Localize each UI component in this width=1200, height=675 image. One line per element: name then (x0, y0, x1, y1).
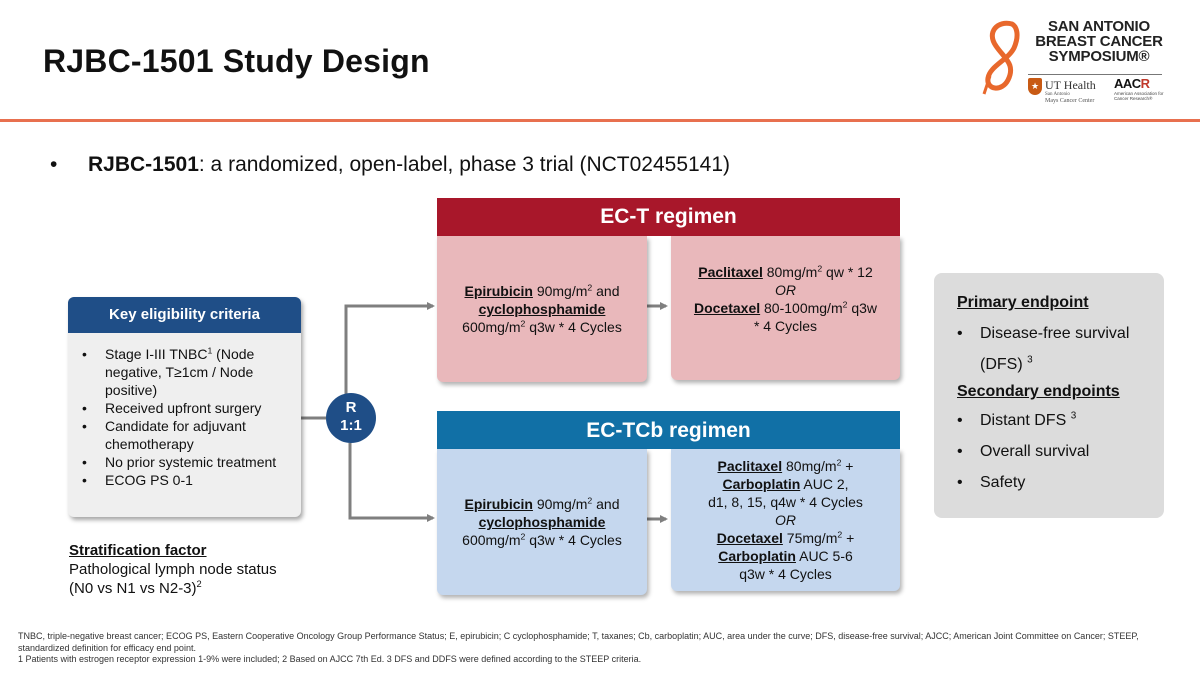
endpoint-text: Disease-free survival (980, 325, 1130, 342)
logo-line: BREAST CANCER (1035, 33, 1163, 50)
endpoints-box: Primary endpoint Disease-free survival (… (934, 273, 1164, 518)
dose: 90mg/m (532, 496, 588, 512)
ut-shield-icon: ★ (1028, 78, 1042, 95)
eligibility-item: Candidate for adjuvant chemotherapy (80, 417, 293, 453)
eligibility-header: Key eligibility criteria (68, 297, 301, 333)
schedule: q3w * 4 Cycles (739, 566, 832, 582)
symposium-name: SAN ANTONIO BREAST CANCER SYMPOSIUM® (1030, 19, 1168, 64)
pink-ribbon-8-icon (982, 20, 1020, 95)
dose: 600mg/m (462, 532, 521, 548)
randomization-label: R (345, 399, 357, 416)
dose-tail: q3w * 4 Cycles (525, 532, 622, 548)
ectcb-taxane-box: Paclitaxel 80mg/m2 + Carboplatin AUC 2, … (671, 449, 900, 591)
aacr-mark-r: R (1140, 76, 1150, 91)
dose: 75mg/m (782, 530, 838, 546)
drug-name: Carboplatin (718, 548, 796, 564)
dose-tail: q3w (847, 300, 878, 316)
connector-to-ect (344, 302, 435, 395)
ect-taxane-box: Paclitaxel 80mg/m2 qw * 12 OR Docetaxel … (671, 236, 900, 380)
drug-name: Paclitaxel (698, 264, 763, 280)
secondary-endpoint-item: Distant DFS 3 (957, 405, 1164, 436)
drug-name: Epirubicin (464, 283, 533, 299)
ut-health-sub2: Mays Cancer Center (1045, 98, 1095, 104)
dose-tail: + (841, 458, 854, 474)
drug-name: Carboplatin (722, 476, 801, 492)
drug-name: cyclophosphamide (478, 514, 606, 530)
footnote-abbreviations: TNBC, triple-negative breast cancer; ECO… (18, 631, 1139, 653)
ectcb-ec-box: Epirubicin 90mg/m2 and cyclophosphamide … (437, 449, 647, 595)
eligibility-item: Stage I-III TNBC1 (Node negative, T≥1cm … (80, 345, 293, 399)
ect-ec-box: Epirubicin 90mg/m2 and cyclophosphamide … (437, 236, 647, 382)
footnote-ref: 3 (1027, 354, 1033, 366)
eligibility-item: ECOG PS 0-1 (80, 471, 293, 489)
stratification-line: (N0 vs N1 vs N2-3)2 (69, 579, 277, 598)
primary-endpoint-item: Disease-free survival (DFS) 3 (957, 318, 1164, 380)
sabcs-logo: SAN ANTONIO BREAST CANCER SYMPOSIUM® ★ U… (978, 14, 1168, 110)
trial-name: RJBC-1501 (88, 153, 199, 176)
ect-regimen-header: EC-T regimen (437, 198, 900, 236)
dose: AUC 5-6 (795, 548, 853, 564)
or-label: OR (775, 512, 796, 528)
primary-endpoint-header: Primary endpoint (957, 294, 1089, 311)
dose-tail: and (592, 283, 620, 299)
schedule: d1, 8, 15, q4w * 4 Cycles (708, 494, 863, 510)
dose-tail: q3w * 4 Cycles (525, 319, 622, 335)
stratification-line: Pathological lymph node status (69, 561, 277, 578)
drug-name: Paclitaxel (717, 458, 783, 474)
ut-health-name: UT Health (1045, 78, 1096, 92)
secondary-endpoints-header: Secondary endpoints (957, 383, 1120, 400)
logo-line: SYMPOSIUM® (1048, 48, 1150, 65)
endpoint-abbrev: (DFS) (980, 356, 1023, 373)
aacr-mark: AAC (1114, 76, 1141, 91)
drug-name: Epirubicin (464, 496, 533, 512)
intro-bullet: • RJBC-1501: a randomized, open-label, ph… (50, 153, 730, 177)
or-label: OR (774, 282, 796, 298)
secondary-endpoint-item: Overall survival (957, 436, 1164, 467)
eligibility-box: Key eligibility criteria Stage I-III TNB… (68, 297, 301, 517)
footnote-ref: 1 (207, 345, 213, 356)
dose: 90mg/m (532, 283, 588, 299)
footnotes: TNBC, triple-negative breast cancer; ECO… (18, 631, 1168, 666)
page-title: RJBC-1501 Study Design (43, 43, 430, 79)
secondary-endpoint-item: Safety (957, 467, 1164, 498)
randomization-node: R 1:1 (326, 393, 376, 443)
dose-tail: qw * 12 (822, 264, 873, 280)
dose: 80-100mg/m (760, 300, 843, 316)
aacr-sub: American Association for Cancer Research… (1114, 91, 1164, 101)
dose: 80mg/m (762, 264, 818, 280)
eligibility-list: Stage I-III TNBC1 (Node negative, T≥1cm … (68, 333, 301, 489)
dose: AUC 2, (800, 476, 849, 492)
drug-name: cyclophosphamide (478, 301, 606, 317)
footnote-ref: 2 (196, 579, 202, 589)
cycles: * 4 Cycles (753, 318, 817, 334)
connector-to-ectcb (348, 443, 435, 522)
endpoint-text: Distant DFS (980, 412, 1067, 429)
stratification-block: Stratification factor Pathological lymph… (69, 541, 277, 598)
randomization-ratio: 1:1 (340, 417, 362, 434)
footnote-ref: 3 (1070, 410, 1077, 422)
dose: 80mg/m (782, 458, 837, 474)
footnote-notes: 1 Patients with estrogen receptor expres… (18, 654, 642, 664)
eligibility-item: Received upfront surgery (80, 399, 293, 417)
logo-divider (1028, 74, 1162, 75)
ut-health-sub: San Antonio (1045, 92, 1070, 97)
dose-tail: and (592, 496, 620, 512)
stratification-groups: (N0 vs N1 vs N2-3) (69, 580, 197, 597)
item-tail: (Node negative, T≥1cm / Node positive) (105, 346, 255, 398)
aacr-logo: AACR American Association for Cancer Res… (1114, 76, 1164, 101)
eligibility-item: No prior systemic treatment (80, 453, 293, 471)
header-divider (0, 119, 1200, 122)
bullet-icon: • (50, 153, 58, 176)
stratification-header: Stratification factor (69, 542, 207, 559)
item-text: Stage I-III TNBC (105, 346, 208, 362)
drug-name: Docetaxel (716, 530, 783, 546)
dose-tail: + (842, 530, 855, 546)
ectcb-regimen-header: EC-TCb regimen (437, 411, 900, 449)
dose: 600mg/m (462, 319, 521, 335)
trial-description: : a randomized, open-label, phase 3 tria… (198, 153, 731, 176)
drug-name: Docetaxel (693, 300, 761, 316)
logo-line: SAN ANTONIO (1048, 18, 1150, 35)
